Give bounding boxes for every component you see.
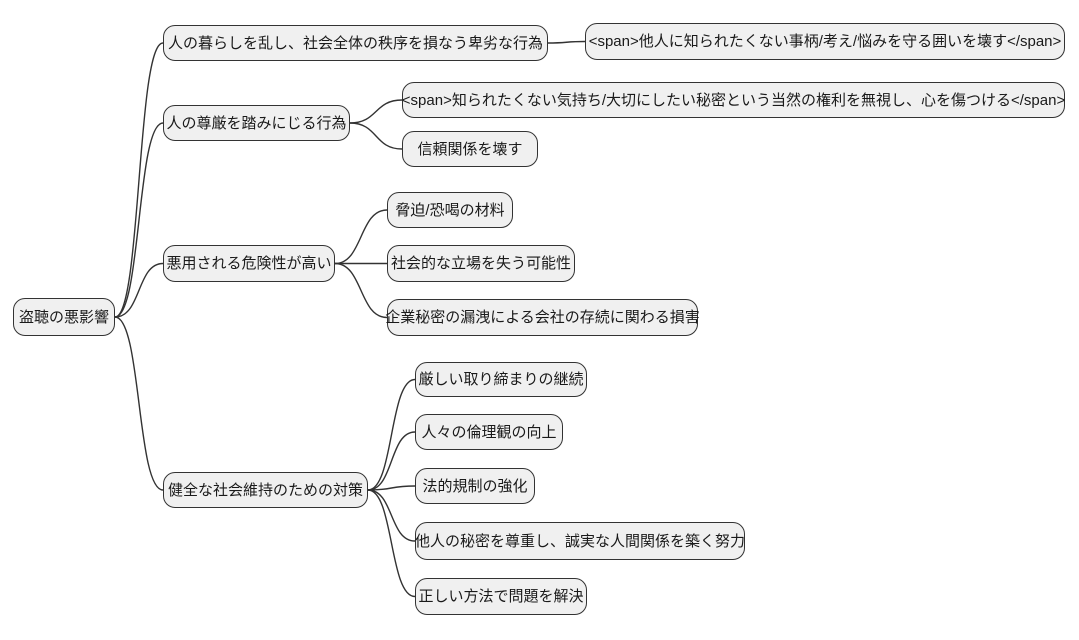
- node-child-corporate-secret-leak: 企業秘密の漏洩による会社の存続に関わる損害: [385, 299, 700, 336]
- node-root: 盗聴の悪影響: [13, 298, 115, 336]
- node-branch-countermeasures: 健全な社会維持のための対策: [163, 472, 368, 508]
- node-child-blackmail-material: 脅迫/恐喝の材料: [387, 192, 513, 228]
- node-child-destroys-trust: 信頼関係を壊す: [402, 131, 538, 167]
- node-child-strict-enforcement: 厳しい取り締まりの継続: [415, 362, 587, 397]
- node-child-respect-secrets-build-relations: 他人の秘密を尊重し、誠実な人間関係を築く努力: [415, 522, 745, 560]
- node-child-lose-social-standing: 社会的な立場を失う可能性: [387, 245, 575, 282]
- node-branch-risk-of-abuse: 悪用される危険性が高い: [163, 245, 335, 282]
- node-child-breaks-privacy-fence: <span>他人に知られたくない事柄/考え/悩みを守る囲いを壊す</span>: [585, 23, 1065, 60]
- node-branch-disrupt-society: 人の暮らしを乱し、社会全体の秩序を損なう卑劣な行為: [163, 25, 548, 61]
- node-branch-tramples-dignity: 人の尊厳を踏みにじる行為: [163, 105, 350, 141]
- node-child-solve-problems-rightly: 正しい方法で問題を解決: [415, 578, 587, 615]
- node-child-improve-ethics: 人々の倫理観の向上: [415, 414, 563, 450]
- node-child-ignores-rights-hurts-heart: <span>知られたくない気持ち/大切にしたい秘密という当然の権利を無視し、心を…: [402, 82, 1065, 118]
- node-child-strengthen-regulation: 法的規制の強化: [415, 468, 535, 504]
